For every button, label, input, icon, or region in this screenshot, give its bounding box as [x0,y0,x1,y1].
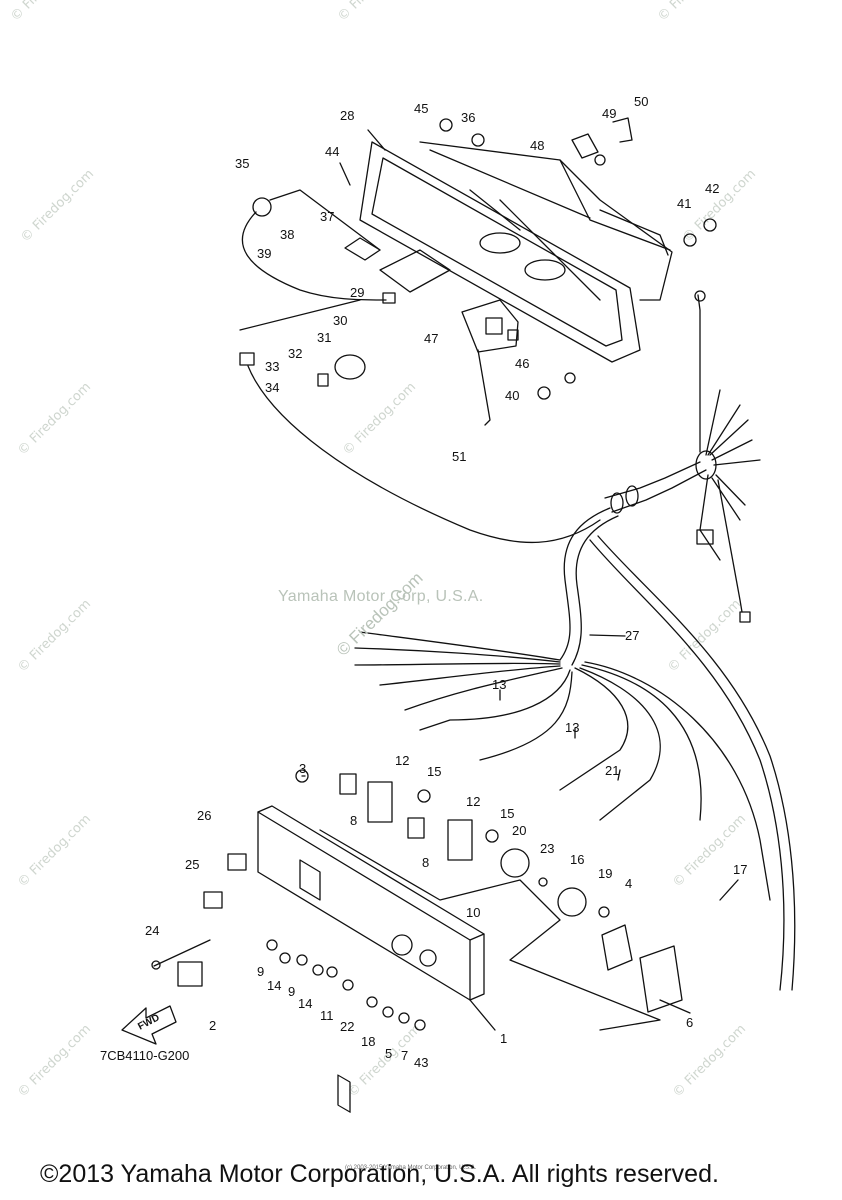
callout-42: 42 [705,181,719,196]
callout-34: 34 [265,380,279,395]
copyright-footer: ©2013 Yamaha Motor Corporation, U.S.A. A… [40,1160,719,1188]
callout-33: 33 [265,359,279,374]
callout-14: 14 [267,978,281,993]
callout-29: 29 [350,285,364,300]
callout-36: 36 [461,110,475,125]
fwd-label: FWD [136,1012,161,1032]
callout-23: 23 [540,841,554,856]
callout-32: 32 [288,346,302,361]
board-37 [344,237,381,261]
control-box-housing [359,141,673,363]
board-29 [379,249,451,293]
fwd-arrow [121,1005,177,1045]
callout-40: 40 [505,388,519,403]
receptacle-20 [500,848,530,878]
callout-15: 15 [427,764,441,779]
callout-19: 19 [598,866,612,881]
callout-51: 51 [452,449,466,464]
callout-13: 13 [492,677,506,692]
callout-24: 24 [145,923,159,938]
callout-30: 30 [333,313,347,328]
fastener-row [266,939,426,1031]
callout-14-b: 14 [298,996,312,1011]
callout-15-b: 15 [500,806,514,821]
main-harness-27 [559,450,717,666]
callout-6: 6 [686,1015,693,1030]
harness-branches-right [694,290,761,623]
callout-21: 21 [605,763,619,778]
breaker-4 [601,924,633,971]
callout-12-b: 12 [466,794,480,809]
callout-16: 16 [570,852,584,867]
callout-5: 5 [385,1046,392,1061]
callout-12: 12 [395,753,409,768]
tiny-print: (c) 2003-2015 Yamaha Motor Corporation, … [345,1165,477,1171]
callout-47: 47 [424,331,438,346]
callout-3: 3 [299,761,306,776]
callout-20: 20 [512,823,526,838]
callout-labels: 1 2 3 4 5 6 7 8 8 9 9 10 11 12 12 13 13 … [136,94,747,1070]
harness-branches-left [354,631,771,901]
callout-37: 37 [320,209,334,224]
callout-11: 11 [320,1008,334,1023]
callout-25: 25 [185,857,199,872]
callout-17: 17 [733,862,747,877]
callout-13-b: 13 [565,720,579,735]
callout-45: 45 [414,101,428,116]
breaker-6 [639,945,683,1013]
callout-48: 48 [530,138,544,153]
connector-46 [461,299,519,353]
callout-31: 31 [317,330,331,345]
switch-25 [203,891,223,909]
callout-28: 28 [340,108,354,123]
callout-8: 8 [350,813,357,828]
callout-35: 35 [235,156,249,171]
callout-43: 43 [414,1055,428,1070]
drawing-code: 7CB4110-G200 [100,1048,190,1063]
callout-46: 46 [515,356,529,371]
callout-27: 27 [625,628,639,643]
receptacle-16 [557,887,587,917]
switch-26 [227,853,247,871]
callout-41: 41 [677,196,691,211]
front-panel-1 [257,805,485,1113]
callout-49: 49 [602,106,616,121]
callout-10: 10 [466,905,480,920]
callout-22: 22 [340,1019,354,1034]
callout-18: 18 [361,1034,375,1049]
sensor-35 [252,197,272,217]
callout-1: 1 [500,1031,507,1046]
callout-38: 38 [280,227,294,242]
outlet-12b [447,819,473,861]
callout-50: 50 [634,94,648,109]
meter-2 [177,961,203,987]
callout-39: 39 [257,246,271,261]
center-watermark: Yamaha Motor Corp, U.S.A. [278,588,484,605]
outlet-12a [367,781,393,823]
callout-9: 9 [257,964,264,979]
callout-2: 2 [209,1018,216,1033]
callout-4: 4 [625,876,632,891]
callout-26: 26 [197,808,211,823]
callout-44: 44 [325,144,339,159]
callout-8-b: 8 [422,855,429,870]
key-switch-32 [334,354,366,380]
callout-9-b: 9 [288,984,295,999]
switch-48 [571,133,599,159]
callout-7: 7 [401,1048,408,1063]
